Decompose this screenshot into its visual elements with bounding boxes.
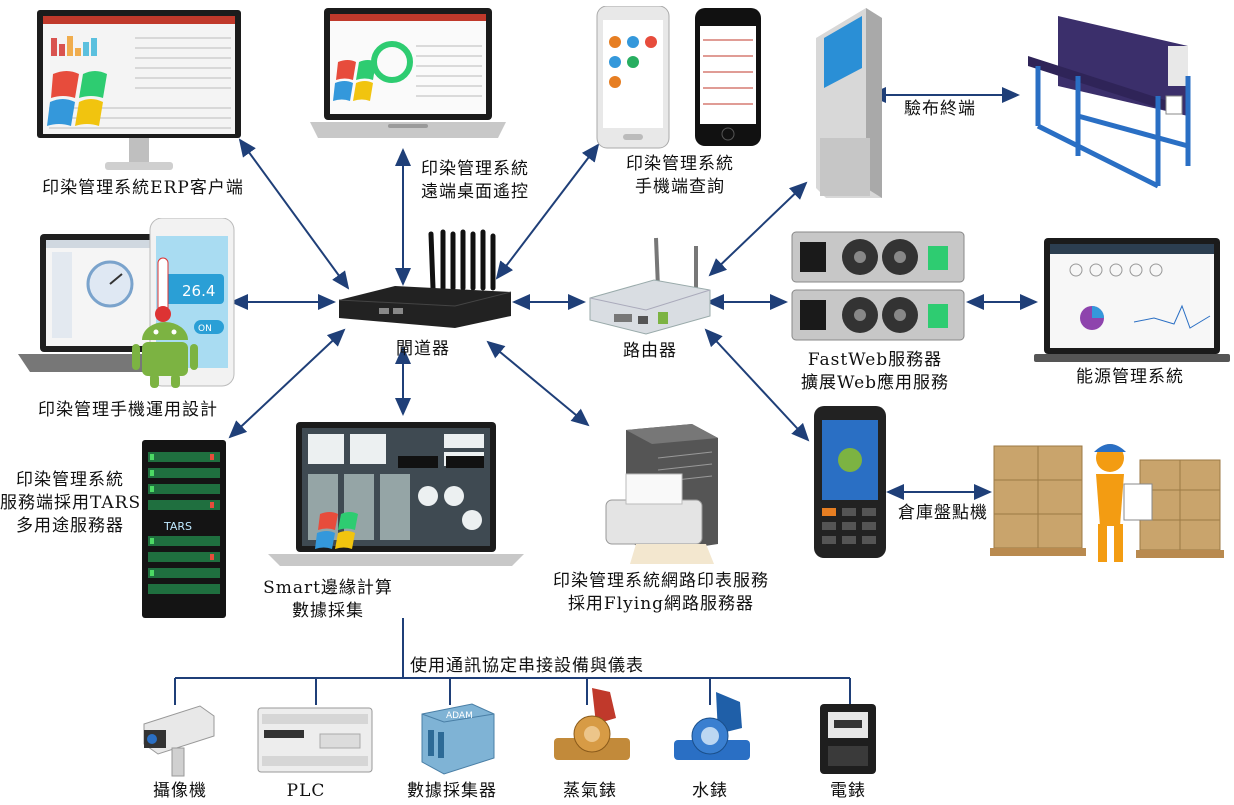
steam-meter-device (552, 688, 632, 782)
water-meter-label: 水錶 (680, 780, 740, 802)
fabric-inspection-machine-icon (1018, 6, 1208, 196)
gateway-device (335, 228, 515, 342)
remote-desktop-label-1: 印染管理系統 (410, 158, 540, 180)
print-server (596, 424, 726, 572)
link-print-gateway (488, 342, 588, 425)
tars-label-2: 服務端採用TARS (0, 492, 140, 514)
inventory-scanner (810, 404, 890, 566)
handheld-scanner-icon (810, 404, 890, 562)
tars-label-1: 印染管理系統 (0, 469, 140, 491)
remote-laptop (308, 6, 508, 148)
mobile-query-label-1: 印染管理系統 (615, 153, 745, 175)
plc-label: PLC (276, 780, 336, 802)
laptop-icon (1034, 236, 1230, 366)
power-meter-device (816, 702, 880, 782)
smart-edge-label-1: Smart邊緣計算 (258, 577, 398, 599)
laptop-icon (308, 6, 508, 144)
smart-edge-laptop (268, 420, 524, 572)
steam-meter-label: 蒸氣錶 (555, 780, 625, 802)
server-icon (788, 228, 968, 346)
laptop-icon (268, 420, 524, 568)
tars-badge: TARS (163, 520, 192, 533)
print-label-1: 印染管理系統網路印表服務 (536, 570, 786, 592)
print-label-2: 採用Flying網路服務器 (536, 593, 786, 615)
router-icon (584, 228, 714, 338)
power-meter-label: 電錶 (815, 780, 881, 802)
laptop-icon: 26.4 ON (18, 218, 238, 390)
inspection-kiosk (806, 8, 896, 202)
gateway-icon (335, 228, 515, 338)
mobile-phones (595, 6, 775, 155)
inventory-label: 倉庫盤點機 (888, 502, 998, 524)
camera-device (138, 702, 218, 782)
energy-laptop (1034, 236, 1230, 370)
router-label: 路由器 (610, 340, 690, 362)
remote-desktop-label-2: 遠端桌面遙控 (410, 181, 540, 203)
daq-label: 數據採集器 (400, 780, 504, 802)
smartphone-icon (595, 6, 775, 151)
warehouse-worker-icon (990, 436, 1230, 570)
energy-label: 能源管理系統 (1060, 366, 1200, 388)
mobile-app-label: 印染管理手機運用設計 (28, 399, 228, 421)
inspection-terminal-label: 驗布終端 (895, 98, 985, 120)
tars-label-3: 多用途服務器 (0, 515, 140, 537)
water-meter-device (670, 688, 754, 782)
tars-server: TARS (140, 438, 228, 624)
erp-client-label: 印染管理系統ERP客户端 (28, 177, 258, 199)
monitor-icon (35, 8, 245, 173)
fastweb-server (788, 228, 968, 350)
fastweb-label-2: 擴展Web應用服務 (790, 372, 960, 394)
camera-label: 攝像機 (145, 780, 215, 802)
erp-monitor (35, 8, 245, 177)
electric-meter-icon (816, 702, 880, 778)
link-erp-gateway (240, 140, 348, 288)
mobile-query-label-2: 手機端查詢 (615, 176, 745, 198)
kiosk-icon (806, 8, 896, 198)
server-rack-icon: TARS (140, 438, 228, 620)
fastweb-label-1: FastWeb服務器 (790, 349, 960, 371)
plc-icon (256, 704, 376, 776)
warehouse-scene (990, 436, 1230, 574)
mobile-app-devices: 26.4 ON (18, 218, 238, 394)
printer-icon (596, 424, 726, 568)
protocol-label: 使用通訊協定串接設備與儀表 (410, 655, 670, 677)
phone-temperature: 26.4 (182, 282, 215, 300)
phone-on-toggle: ON (198, 324, 212, 334)
camera-icon (138, 702, 218, 778)
router-device (584, 228, 714, 342)
fabric-inspection-machine (1018, 6, 1208, 200)
adam-badge: ADAM (446, 711, 473, 721)
steam-meter-icon (552, 688, 632, 778)
gateway-label: 閘道器 (388, 338, 458, 360)
water-meter-icon (670, 688, 754, 778)
daq-module-icon: ADAM (416, 700, 500, 778)
smart-edge-label-2: 數據採集 (258, 600, 398, 622)
plc-device (256, 704, 376, 780)
daq-device: ADAM (416, 700, 500, 782)
